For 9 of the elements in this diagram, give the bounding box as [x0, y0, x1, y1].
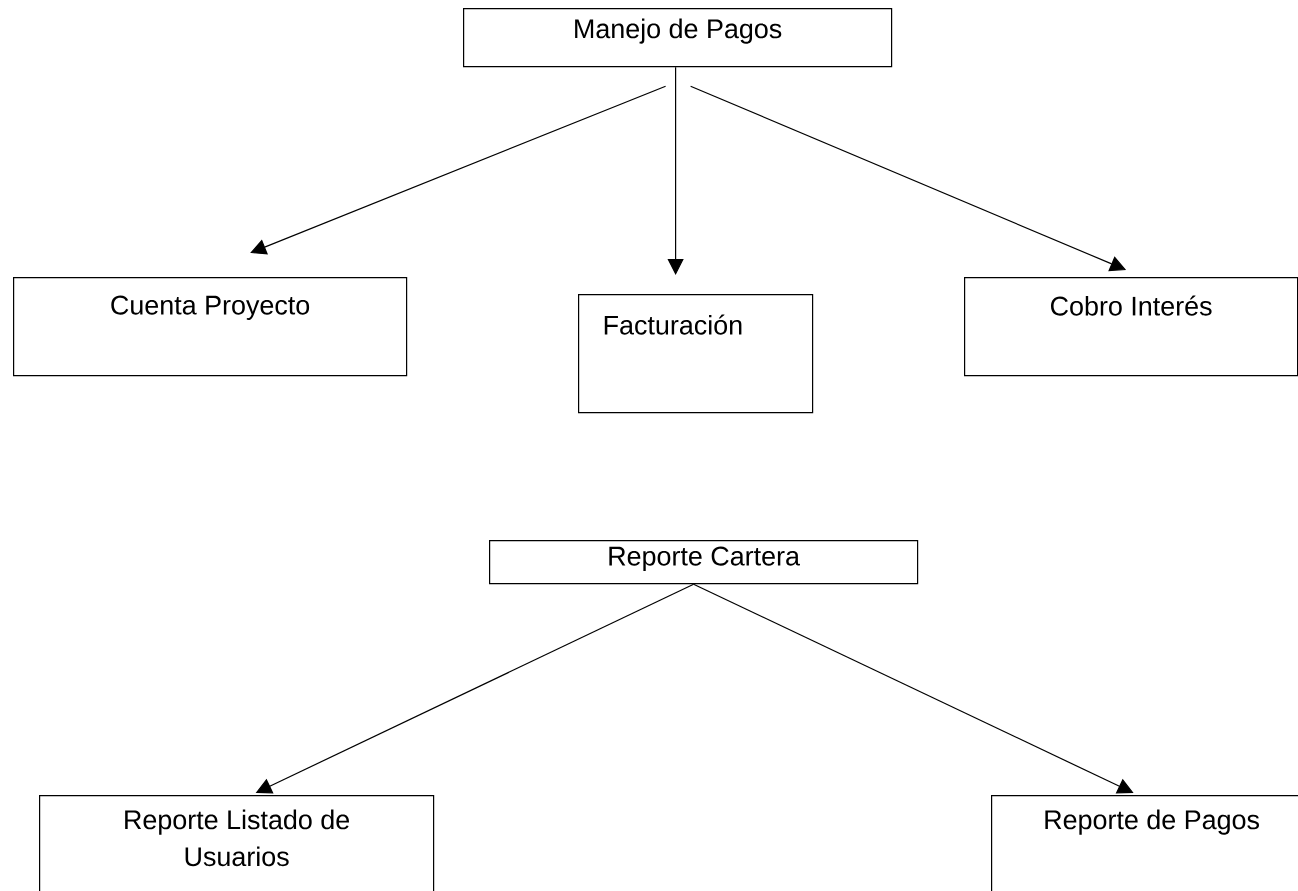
- process-box: Cuenta Proyecto: [13, 277, 408, 377]
- arrow: [250, 85, 667, 255]
- process-box: Reporte de Pagos: [991, 795, 1298, 891]
- process-box: Reporte Cartera: [489, 540, 919, 585]
- process-box: Manejo de Pagos: [463, 8, 893, 68]
- process-box: Cobro Interés: [964, 277, 1298, 377]
- process-box: Facturación: [578, 294, 814, 414]
- process-box: Reporte Listado de Usuarios: [39, 795, 435, 891]
- arrow: [667, 66, 684, 275]
